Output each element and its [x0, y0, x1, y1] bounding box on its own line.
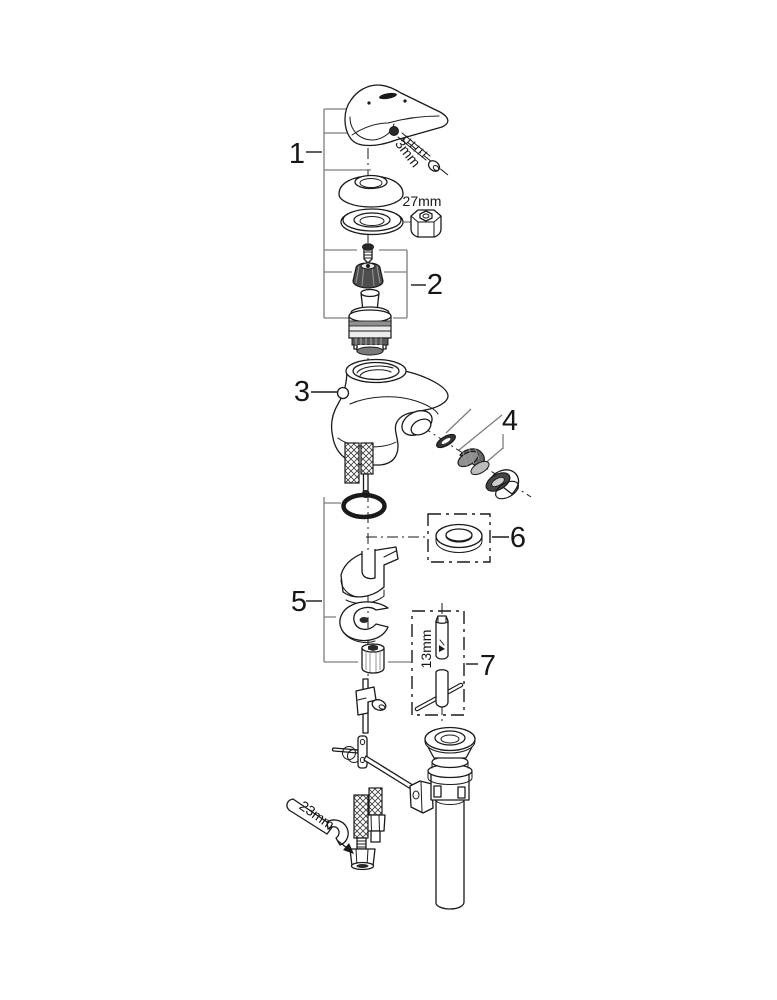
cartridge-adapter	[352, 262, 384, 289]
aerator-ring	[485, 469, 520, 500]
horseshoe-clamp	[339, 601, 389, 644]
callout-7: 7	[480, 650, 496, 682]
popup-drain	[409, 726, 476, 910]
drain-tailpipe	[435, 800, 465, 910]
callout-6: 6	[510, 522, 526, 554]
callout-1: 1	[289, 138, 305, 170]
cap-nut-27mm	[410, 209, 442, 238]
socket-tool-13mm	[414, 615, 464, 712]
labels: 1 2 3 4 5 6 7 3mm 27mm 13mm 23mm	[289, 136, 526, 833]
escutcheon-dome	[338, 174, 404, 208]
box-part-7	[411, 610, 465, 716]
mounting-nut	[361, 643, 385, 674]
faucet-body	[331, 358, 449, 466]
callout-3: 3	[294, 376, 310, 408]
cartridge	[348, 288, 392, 356]
handle-slot	[379, 92, 397, 100]
dim-label-27mm: 27mm	[403, 193, 442, 209]
bracket-group-5	[306, 497, 358, 663]
aerator-insert	[457, 447, 490, 476]
o-ring	[341, 492, 387, 520]
body-side-plug	[336, 386, 350, 400]
wrench-arrow	[343, 843, 354, 854]
lift-rod-clamp	[355, 678, 387, 734]
wrench-23mm	[286, 798, 354, 854]
callout-5: 5	[291, 586, 307, 618]
aerator-set	[436, 433, 520, 500]
callout-2: 2	[427, 269, 443, 301]
clevis-and-clip	[331, 735, 417, 792]
callout-4: 4	[502, 405, 518, 437]
box-part-6	[427, 513, 491, 563]
base-seal-washer	[435, 523, 483, 553]
supply-hoses	[349, 787, 386, 871]
escutcheon-ring	[340, 208, 404, 236]
pivot-rod	[363, 755, 417, 792]
dim-label-13mm: 13mm	[418, 630, 434, 669]
bracket-group-2	[324, 249, 426, 319]
handle-lever	[344, 84, 449, 147]
bracket-group-4	[445, 408, 504, 472]
supply-shanks	[344, 442, 374, 498]
mounting-wedge	[340, 546, 399, 604]
dim-label-3mm: 3mm	[392, 136, 424, 170]
cartridge-screw	[362, 243, 374, 264]
handle-screw-3mm	[389, 126, 441, 172]
leader-box7	[388, 661, 478, 665]
